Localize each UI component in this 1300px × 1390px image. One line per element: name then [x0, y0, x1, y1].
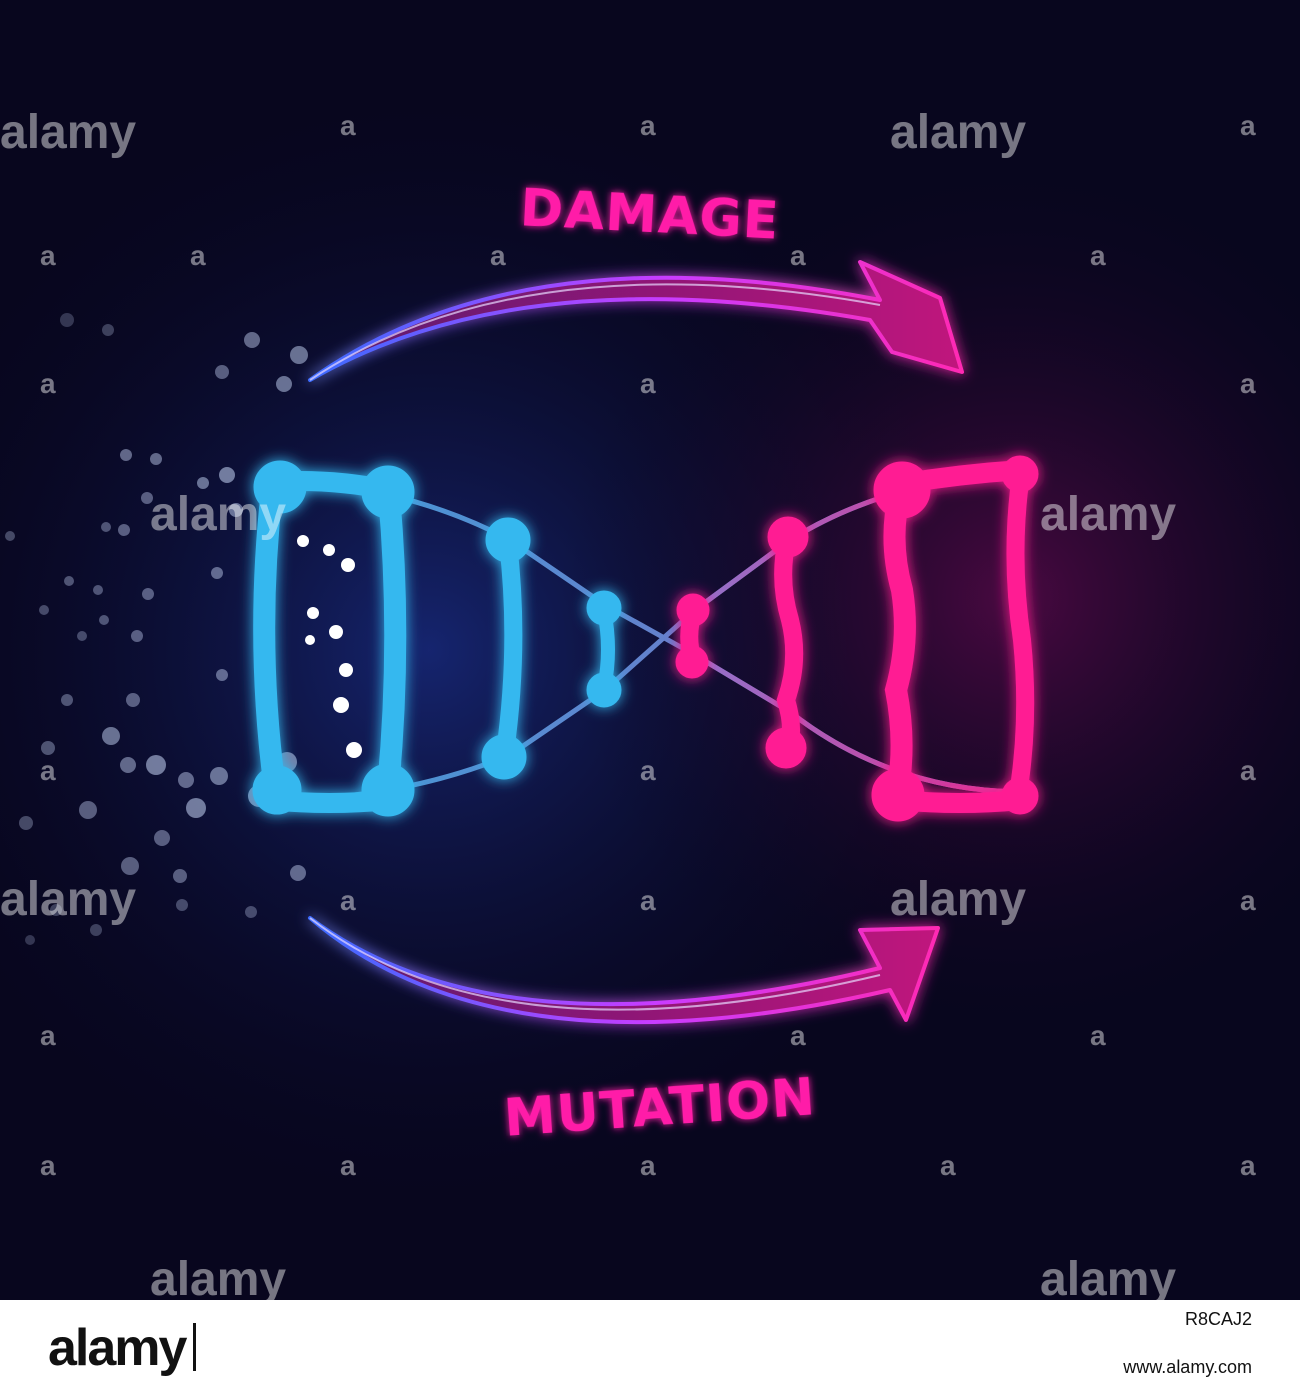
- watermark-tile: alamy: [890, 873, 1026, 926]
- image-id: R8CAJ2: [1184, 1309, 1252, 1329]
- watermark-small: a a a a a a a a a a a a a a a a a a a a …: [40, 110, 1256, 1181]
- watermark-mark: a: [790, 240, 806, 271]
- watermark-mark: a: [490, 240, 506, 271]
- watermark-tile: alamy: [150, 1253, 286, 1300]
- watermark-mark: a: [640, 755, 656, 786]
- watermark-mark: a: [340, 1150, 356, 1181]
- alamy-logo: alamy: [48, 1318, 197, 1378]
- watermark-mark: a: [40, 368, 56, 399]
- watermark-mark: a: [640, 1150, 656, 1181]
- alamy-logo-text: alamy: [48, 1319, 187, 1377]
- watermark-mark: a: [340, 885, 356, 916]
- watermark-mark: a: [1240, 110, 1256, 141]
- watermark-mark: a: [790, 1020, 806, 1051]
- watermark-tile: alamy: [0, 873, 136, 926]
- site-url[interactable]: www.alamy.com: [1123, 1357, 1252, 1377]
- healthy-strand: [252, 460, 622, 817]
- damage-label: DAMAGE: [519, 178, 781, 252]
- watermark-mark: a: [340, 110, 356, 141]
- watermark-tile: alamy: [150, 488, 286, 541]
- watermark-tile: alamy: [890, 106, 1026, 159]
- watermark-mark: a: [640, 110, 656, 141]
- inner-particles: [297, 535, 362, 758]
- watermark: alamy alamy alamy alamy alamy alamy alam…: [0, 106, 1176, 1300]
- mutation-arrow-icon: [308, 916, 940, 1025]
- watermark-mark: a: [940, 1150, 956, 1181]
- watermark-mark: a: [1240, 1150, 1256, 1181]
- watermark-mark: a: [190, 240, 206, 271]
- watermark-mark: a: [40, 1020, 56, 1051]
- watermark-mark: a: [1240, 755, 1256, 786]
- stock-footer: alamy R8CAJ2 www.alamy.com: [0, 1300, 1300, 1390]
- watermark-tile: alamy: [1040, 488, 1176, 541]
- logo-separator: [193, 1323, 197, 1371]
- watermark-mark: a: [640, 368, 656, 399]
- watermark-mark: a: [1090, 1020, 1106, 1051]
- watermark-mark: a: [1090, 240, 1106, 271]
- watermark-mark: a: [640, 885, 656, 916]
- watermark-mark: a: [1240, 885, 1256, 916]
- image-info: R8CAJ2 www.alamy.com: [1123, 1306, 1252, 1380]
- watermark-mark: a: [40, 1150, 56, 1181]
- dna-helix-icon: [252, 455, 1039, 822]
- watermark-tile: alamy: [0, 106, 136, 159]
- watermark-tile: alamy: [1040, 1253, 1176, 1300]
- damage-arrow-icon: [308, 260, 964, 382]
- particles: [5, 313, 308, 945]
- watermark-mark: a: [40, 755, 56, 786]
- dna-damage-illustration: DAMAGE MUTATION: [0, 0, 1300, 1300]
- watermark-mark: a: [40, 240, 56, 271]
- watermark-mark: a: [1240, 368, 1256, 399]
- damaged-strand: [675, 455, 1039, 822]
